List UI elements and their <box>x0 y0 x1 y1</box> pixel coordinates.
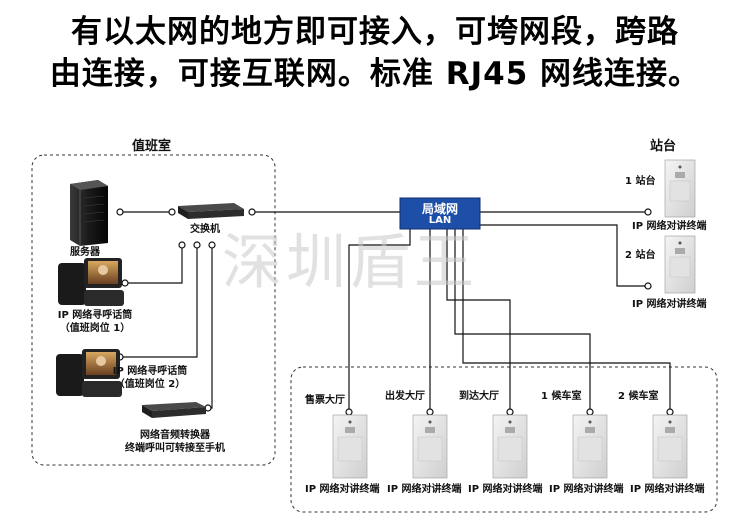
station1-label: 1 站台 <box>625 176 656 187</box>
lan-label: 局域网 <box>421 202 458 216</box>
port-ticket <box>345 408 353 416</box>
port-station1 <box>644 208 652 216</box>
link-phone1-switch <box>127 245 183 284</box>
arrival-hall-label: 到达大厅 <box>459 391 499 402</box>
converter-sublabel: 终端呼叫可转接至手机 <box>125 443 225 454</box>
duty-room-box <box>31 154 276 466</box>
ip-phone-1-icon <box>58 258 124 306</box>
port-server <box>116 208 124 216</box>
link-converter-switch <box>210 245 213 409</box>
link-phone2-switch <box>122 245 198 358</box>
port-switch-2 <box>193 241 201 249</box>
waiting-room-1-terminal-label: IP 网络对讲终端 <box>549 484 624 495</box>
headline-line-1: 有以太网的地方即可接入，可垮网段，跨路 <box>71 14 679 50</box>
phone2-sublabel: （值班岗位 2） <box>114 379 186 390</box>
port-switch-3 <box>208 241 216 249</box>
server-icon <box>70 180 108 246</box>
terminal-panel-departure <box>412 414 448 479</box>
terminal-panel-station2 <box>664 235 696 294</box>
departure-terminal-label: IP 网络对讲终端 <box>387 484 462 495</box>
terminal-panel-arrival <box>492 414 528 479</box>
phone1-label: IP 网络寻呼话筒 <box>57 310 133 321</box>
terminal-panel-wait1 <box>572 414 608 479</box>
link-lan-station2 <box>480 224 648 287</box>
station1-terminal-label: IP 网络对讲终端 <box>632 221 707 232</box>
server-label: 服务器 <box>70 247 100 258</box>
lan-sub-label: LAN <box>428 215 452 226</box>
switch-icon <box>178 203 244 219</box>
port-wait1 <box>586 408 594 416</box>
port-switch-1 <box>178 241 186 249</box>
ticket-hall-label: 售票大厅 <box>305 395 345 406</box>
terminal-panel-station1 <box>664 159 696 218</box>
port-switch-right <box>248 208 256 216</box>
audio-converter-icon <box>142 402 206 418</box>
ip-phone-2-icon <box>56 349 122 397</box>
phone1-sublabel: （值班岗位 1） <box>59 323 131 334</box>
duty-room-title: 值班室 <box>132 139 172 154</box>
switch-label: 交换机 <box>190 224 220 235</box>
station2-label: 2 站台 <box>625 250 656 261</box>
waiting-room-1-label: 1 候车室 <box>541 391 582 402</box>
hall-box <box>290 366 718 513</box>
watermark: 深圳盾王 <box>222 228 478 298</box>
waiting-room-2-terminal-label: IP 网络对讲终端 <box>630 484 705 495</box>
phone2-label: IP 网络寻呼话筒 <box>112 366 188 377</box>
link-lan-wait1 <box>454 229 591 412</box>
headline-line-2: 由连接，可接互联网。标准 RJ45 网线连接。 <box>49 56 701 92</box>
waiting-room-2-label: 2 候车室 <box>618 391 659 402</box>
station2-terminal-label: IP 网络对讲终端 <box>632 299 707 310</box>
departure-hall-label: 出发大厅 <box>385 391 425 402</box>
link-lan-arrival <box>446 229 511 412</box>
port-arrival <box>506 408 514 416</box>
terminal-panel-wait2 <box>652 414 688 479</box>
terminal-panel-ticket <box>332 414 368 479</box>
port-phone1 <box>121 279 129 287</box>
port-departure <box>426 408 434 416</box>
link-lan-wait2 <box>462 229 671 412</box>
port-switch-left <box>168 208 176 216</box>
lan-box <box>399 197 481 230</box>
arrival-terminal-label: IP 网络对讲终端 <box>468 484 543 495</box>
link-lan-ticket <box>348 229 411 412</box>
ticket-terminal-label: IP 网络对讲终端 <box>305 484 380 495</box>
converter-label: 网络音频转换器 <box>140 430 210 441</box>
station-title: 站台 <box>650 139 677 154</box>
port-station2 <box>644 282 652 290</box>
port-wait2 <box>666 408 674 416</box>
